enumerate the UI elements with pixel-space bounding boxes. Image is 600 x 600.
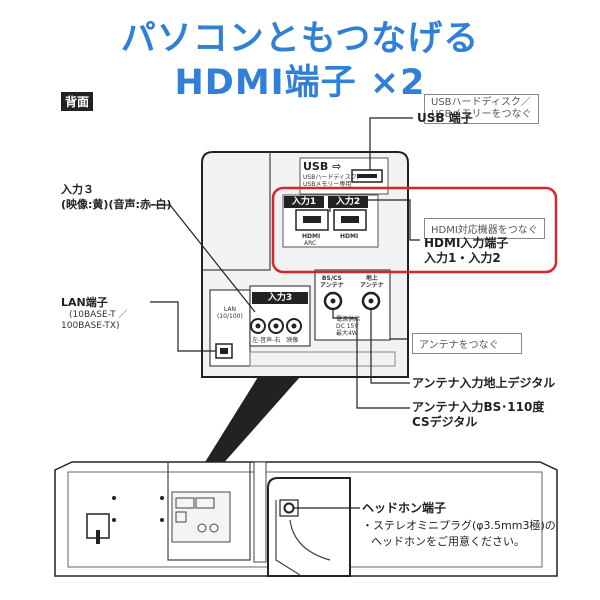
panel-input3-tag: 入力3	[252, 292, 308, 304]
panel-hdmi-port-2-label: HDMI	[340, 233, 359, 240]
input3-label: 入力３	[61, 183, 94, 196]
usb-note: USBハードディスク／ USBメモリーをつなぐ	[424, 94, 539, 124]
panel-usb-small: USBハードディスク/ USBメモリー専用	[303, 174, 359, 188]
terrestrial-leader	[370, 309, 410, 384]
zoom-connector	[197, 377, 300, 475]
hdmi-sub: 入力1・入力2	[424, 251, 501, 265]
panel-rca-labels: 左-音声-右 映像	[252, 337, 299, 344]
panel-hdmi-arc: ARC	[304, 240, 317, 247]
headphone-sub-1: ・ステレオミニプラグ(φ3.5mm3極)の	[362, 519, 556, 532]
bs-leader	[332, 309, 410, 409]
title-line-2: HDMI端子 ×2	[174, 63, 426, 103]
tv-terminal-area	[171, 491, 231, 543]
panel-input2-tag: 入力2	[328, 196, 368, 208]
hdmi-label: HDMI入力端子	[424, 236, 509, 250]
input3-sub: (映像:黄)(音声:赤-白)	[61, 198, 172, 211]
panel-usb-text: USB ⇨	[303, 160, 342, 173]
lan-leader	[150, 301, 216, 352]
panel-bs-text: BS/CS アンテナ	[320, 275, 344, 289]
title-line-1: パソコンともつなげる	[120, 19, 480, 59]
headphone-zoom	[267, 477, 351, 577]
lan-sub-1: (10BASE-T ／	[69, 310, 128, 320]
usb-leader	[369, 117, 413, 170]
input3-leader	[150, 204, 256, 313]
usb-label: USB 端子	[417, 111, 473, 125]
panel-hdmi-port-1-label: HDMI	[302, 233, 321, 240]
panel-lan-text: LAN (10/100)	[217, 306, 243, 320]
antenna-jacks	[323, 291, 381, 311]
panel-input1-tag: 入力1	[284, 196, 324, 208]
headphone-jack	[283, 502, 295, 514]
headphone-sub-2: ヘッドホンをご用意ください。	[371, 535, 525, 548]
antenna-bs-label-1: アンテナ入力BS･110度	[412, 400, 545, 414]
panel-bottom-line	[249, 351, 396, 367]
hdmi-highlight	[271, 186, 558, 274]
antenna-bs-label-2: CSデジタル	[412, 415, 478, 429]
lan-label: LAN端子	[61, 296, 108, 309]
section-label: 背面	[61, 92, 94, 111]
antenna-note: アンテナをつなぐ	[412, 333, 522, 354]
panel-power-note: 電源供給 DC 15V 最大4W	[336, 316, 361, 337]
panel-inner-line	[202, 152, 271, 271]
panel-terrestrial-text: 地上 アンテナ	[360, 275, 384, 289]
headphone-label: ヘッドホン端子	[362, 501, 447, 515]
rca-jacks	[250, 318, 302, 334]
hdmi-note: HDMI対応機器をつなぐ	[424, 218, 545, 239]
lan-sub-2: 100BASE-TX)	[61, 321, 120, 331]
antenna-terrestrial-label: アンテナ入力地上デジタル	[412, 376, 556, 390]
